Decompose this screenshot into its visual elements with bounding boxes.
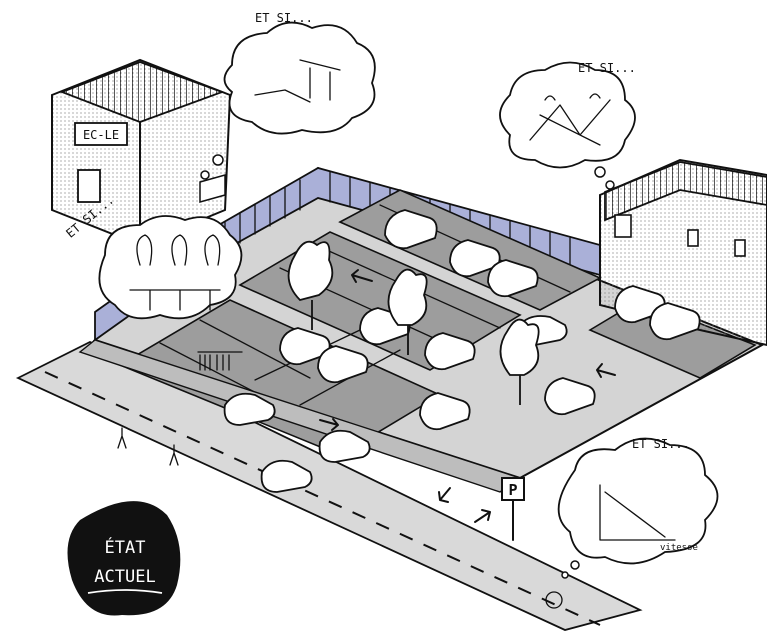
status-badge-line2: ACTUEL: [94, 567, 155, 587]
arrow-icon: [475, 510, 490, 522]
right-building-window: [688, 230, 698, 246]
thought-bubble-right: ET SI...: [500, 61, 636, 189]
school-door: [78, 170, 100, 202]
bubble-right-text: ET SI...: [578, 61, 636, 75]
right-building-door: [615, 215, 631, 237]
bubble-chart-axis-label: vitesse: [660, 543, 698, 553]
school-sign: EC-LE: [83, 128, 119, 142]
parking-sign-letter: P: [508, 481, 517, 499]
bubble-chart-text: ET SI...: [632, 437, 690, 451]
bubble-school-text: ET SI...: [255, 11, 313, 25]
parking-sign: P: [502, 478, 524, 540]
right-building-window: [735, 240, 745, 256]
arrow-icon: [439, 488, 450, 502]
status-badge-line1: ÉTAT: [105, 536, 146, 558]
person-icon: [118, 428, 126, 448]
status-badge: ÉTAT ACTUEL: [68, 501, 181, 615]
thought-bubble-chart: ET SI... vitesse: [559, 437, 718, 578]
